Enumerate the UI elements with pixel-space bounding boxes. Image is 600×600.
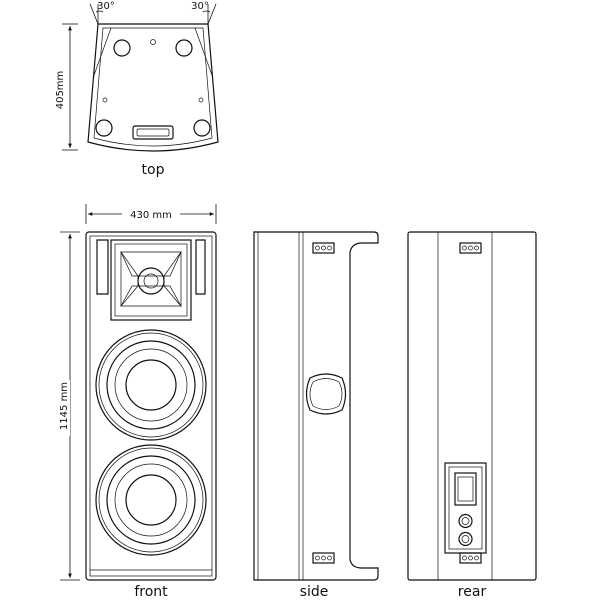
front-view-label: front bbox=[134, 584, 168, 600]
height-dimension-label: 1145 mm bbox=[59, 382, 70, 430]
side-view bbox=[253, 231, 379, 581]
woofer-lower bbox=[95, 444, 207, 556]
woofer-upper bbox=[95, 329, 207, 441]
top-handle-right bbox=[175, 39, 193, 57]
depth-dimension-label: 405mm bbox=[55, 71, 66, 110]
angle-left-label: 30° bbox=[97, 1, 115, 12]
side-rigging-bottom bbox=[312, 552, 335, 564]
side-handle bbox=[305, 373, 347, 415]
connector-panel bbox=[444, 462, 487, 554]
top-handle-left bbox=[113, 39, 131, 57]
angle-right-label: 30° bbox=[191, 1, 209, 12]
top-handle-center bbox=[132, 125, 174, 140]
side-rigging-top bbox=[312, 242, 335, 254]
connector-jack-lower bbox=[458, 531, 473, 547]
top-view-label: top bbox=[142, 162, 165, 178]
rear-view bbox=[407, 231, 537, 581]
width-dimension-label: 430 mm bbox=[130, 210, 172, 221]
rear-rigging-bottom bbox=[459, 552, 482, 564]
connector-jack-upper bbox=[458, 513, 473, 529]
rear-view-label: rear bbox=[458, 584, 487, 600]
horn bbox=[110, 239, 192, 321]
rear-rigging-top bbox=[459, 242, 482, 254]
front-view bbox=[60, 204, 217, 581]
top-view bbox=[62, 3, 219, 152]
side-view-label: side bbox=[300, 584, 329, 600]
